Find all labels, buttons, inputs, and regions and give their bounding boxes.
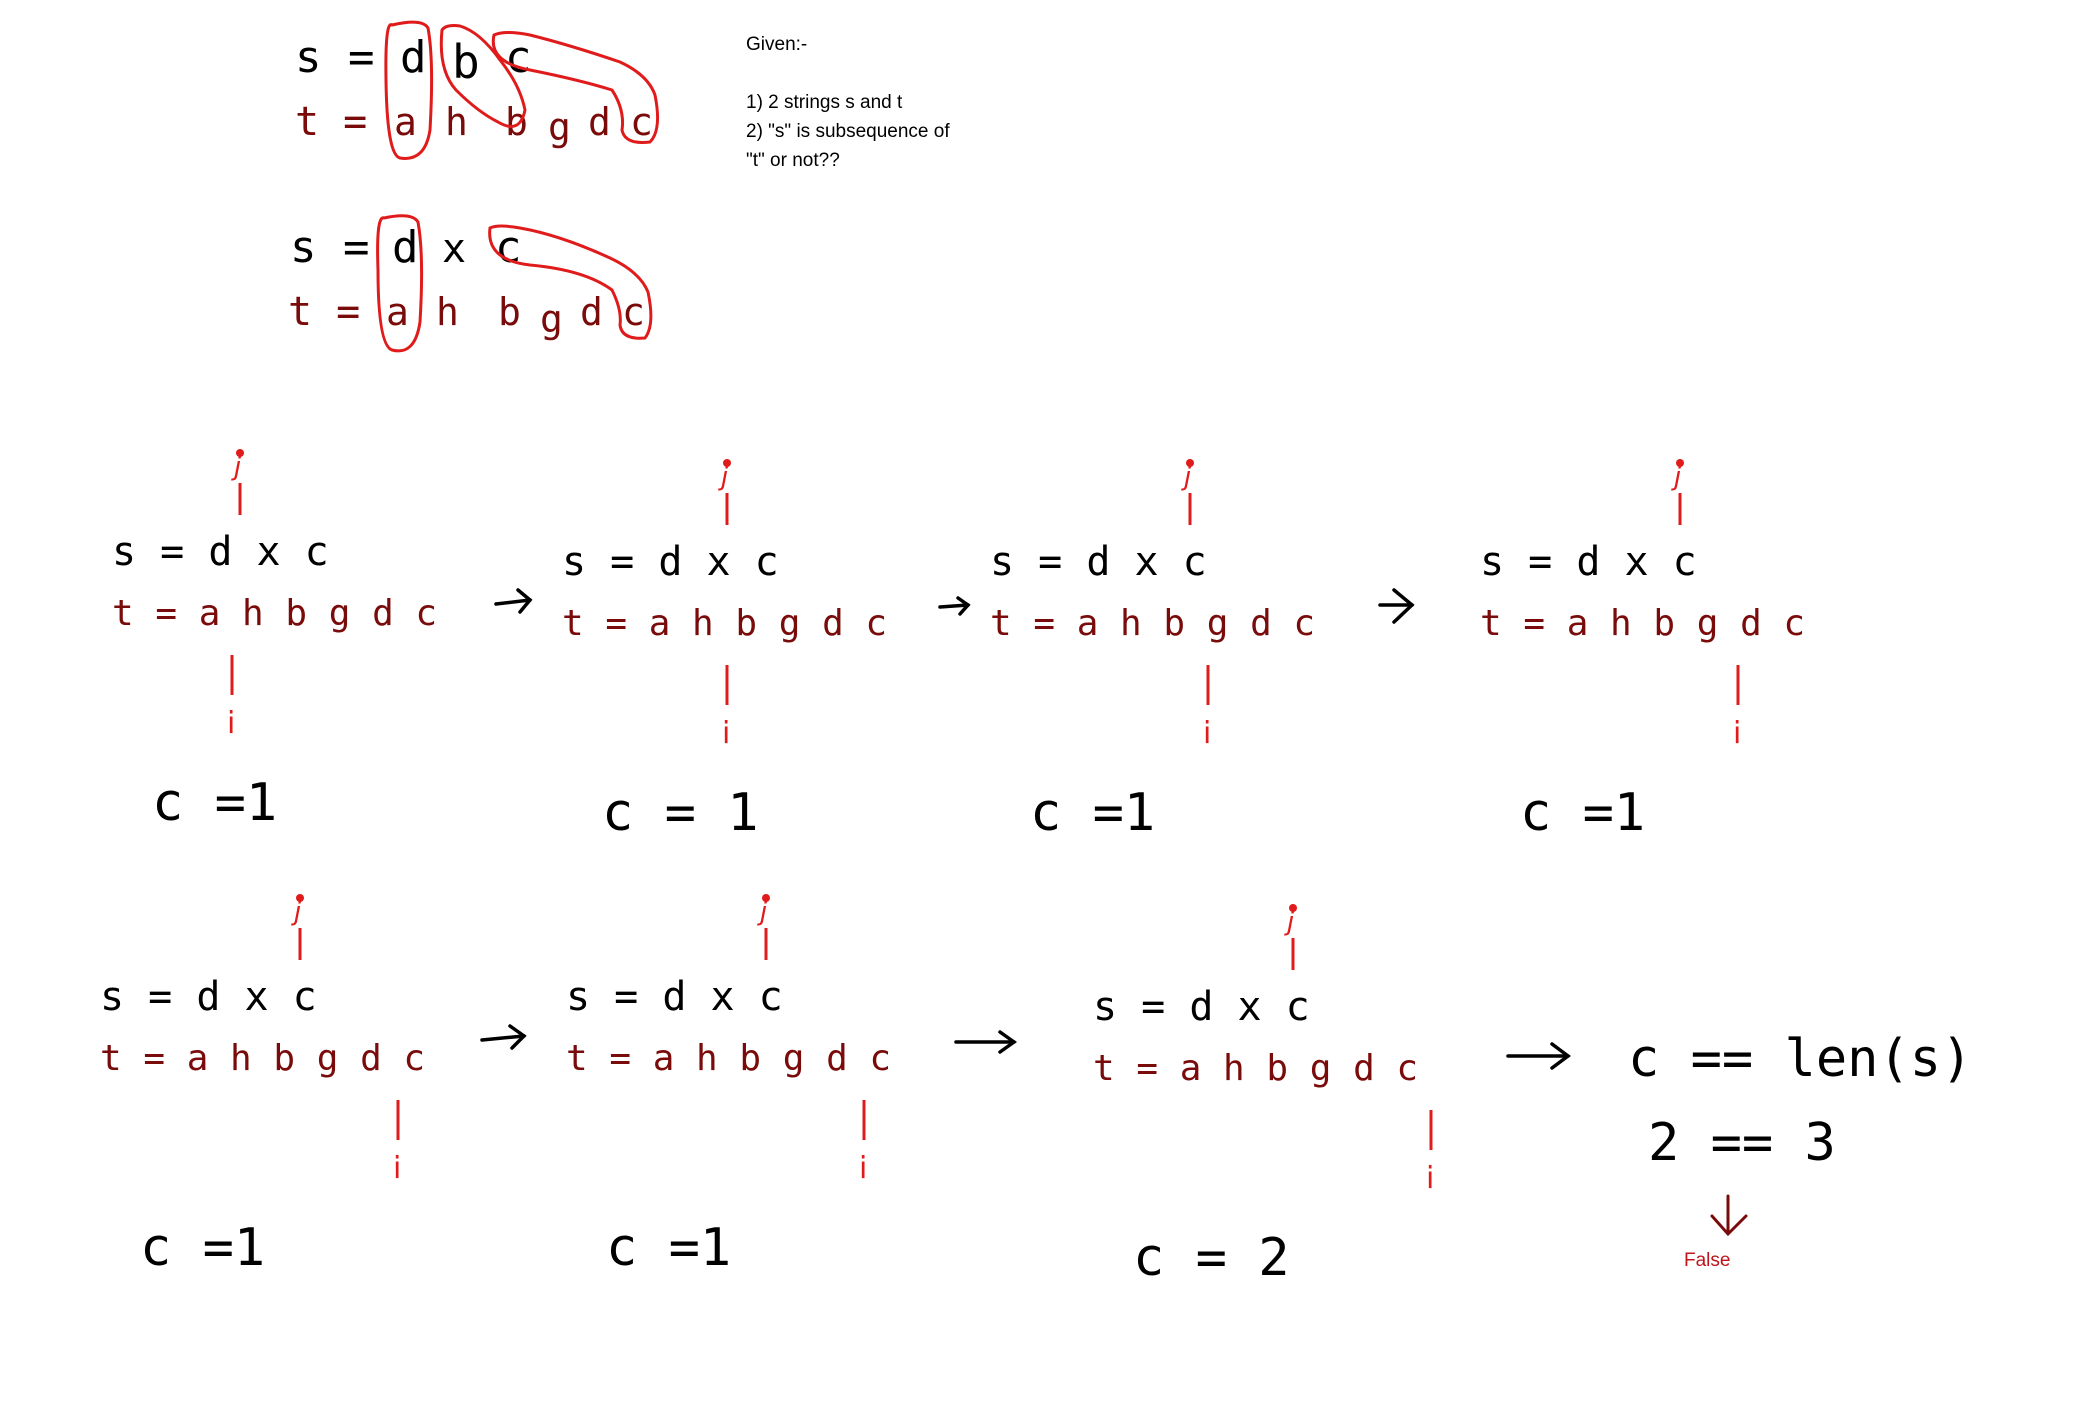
example-2-t-char-a: a [386,290,409,334]
step-arrows [480,588,1571,1070]
i-pointer-label: i [393,1151,401,1186]
given-notes: Given:- 1) 2 strings s and t 2) "s" is s… [746,30,1076,175]
example-1-t-label: t = [295,99,367,145]
example-2-match-circles [376,214,653,353]
trace-step: s = d x c t = a h b g d c j i c = 2 [1093,904,1434,1288]
j-pointer-label: j [757,897,768,927]
trace-t-string: t = a h b g d c [100,1038,425,1079]
i-pointer-label: i [1426,1161,1434,1196]
example-1-match-circles [384,20,660,160]
i-pointer-label: i [859,1151,867,1186]
given-line-2a: 2) "s" is subsequence of [746,121,950,142]
arrow-icon [494,588,533,614]
arrow-icon [954,1030,1018,1054]
example-2: s = d x c t = a h b g d c [288,214,653,353]
trace-s-string: s = d x c [562,539,779,585]
example-1-s-char-b: b [452,35,480,89]
i-pointer-label: i [722,716,730,751]
i-pointer-label: i [1203,716,1211,751]
example-2-s-char-c: c [495,222,522,273]
example-1-t-char-c: c [630,100,653,144]
trace-count: c =1 [1030,783,1155,843]
trace-t-string: t = a h b g d c [1093,1048,1418,1089]
example-1: s = d b c t = a h b g d c [295,20,660,160]
example-1-t-char-b: b [505,100,528,144]
trace-count: c =1 [606,1218,731,1278]
trace-t-string: t = a h b g d c [566,1038,891,1079]
given-line-1: 1) 2 strings s and t [746,92,903,113]
example-2-t-label: t = [288,289,360,335]
j-pointer-label: j [1284,907,1295,937]
example-1-t-char-a: a [394,100,417,144]
trace-s-string: s = d x c [990,539,1207,585]
example-2-t-char-c: c [622,290,645,334]
trace-t-string: t = a h b g d c [112,593,437,634]
trace-step: s = d x c t = a h b g d c j i c =1 [1480,459,1805,843]
example-2-t-char-h: h [436,290,459,334]
given-title: Given:- [746,34,808,55]
j-pointer-dot [236,449,244,457]
trace-t-string: t = a h b g d c [1480,603,1805,644]
result-false-label: False [1684,1250,1731,1271]
trace-t-string: t = a h b g d c [562,603,887,644]
arrow-icon [1506,1042,1571,1070]
example-1-s-label: s = [295,32,374,83]
example-1-s-char-c: c [505,32,532,83]
trace-step: s = d x c t = a h b g d c j i c = 1 [562,459,887,843]
j-pointer-label: j [1181,462,1192,492]
j-pointer-dot [296,894,304,902]
trace-s-string: s = d x c [1093,984,1310,1030]
j-pointer-label: j [231,452,242,482]
arrow-icon [938,596,971,616]
arrow-icon [480,1024,527,1050]
trace-t-string: t = a h b g d c [990,603,1315,644]
result-check: c == len(s) [1628,1029,1972,1089]
j-pointer-label: j [718,462,729,492]
j-pointer-dot [762,894,770,902]
trace-count: c = 2 [1133,1228,1290,1288]
result-values: 2 == 3 [1648,1113,1836,1173]
trace-steps: s = d x c t = a h b g d c j i c =1 s = d x c t… [100,449,1805,1288]
example-2-s-char-d: d [392,222,419,273]
example-2-s-char-x: x [442,226,466,272]
j-pointer-dot [1676,459,1684,467]
j-pointer-dot [723,459,731,467]
j-pointer-label: j [1671,462,1682,492]
j-pointer-dot [1289,904,1297,912]
trace-step: s = d x c t = a h b g d c j i c =1 [990,459,1315,843]
trace-s-string: s = d x c [100,974,317,1020]
j-pointer-label: j [291,897,302,927]
i-pointer-label: i [1733,716,1741,751]
trace-step: s = d x c t = a h b g d c j i c =1 [566,894,891,1278]
example-1-s-char-d: d [400,32,427,83]
trace-count: c =1 [140,1218,265,1278]
example-1-t-char-d: d [588,100,611,144]
example-2-t-char-b: b [498,290,521,334]
example-2-t-char-g: g [540,297,563,341]
example-1-t-char-g: g [548,105,571,149]
given-line-2b: "t" or not?? [746,150,840,171]
j-pointer-dot [1186,459,1194,467]
trace-s-string: s = d x c [112,529,329,575]
trace-count: c =1 [152,773,277,833]
i-pointer-label: i [227,706,235,741]
down-arrow-icon [1710,1194,1748,1237]
example-2-s-label: s = [290,222,369,273]
arrow-icon [1378,588,1415,624]
trace-count: c =1 [1520,783,1645,843]
trace-step: s = d x c t = a h b g d c j i c =1 [100,894,425,1278]
trace-s-string: s = d x c [1480,539,1697,585]
result-block: c == len(s) 2 == 3 [1628,1029,1972,1237]
example-2-t-char-d: d [580,290,603,334]
trace-count: c = 1 [602,783,759,843]
trace-s-string: s = d x c [566,974,783,1020]
example-1-t-char-h: h [445,100,468,144]
trace-step: s = d x c t = a h b g d c j i c =1 [112,449,437,833]
